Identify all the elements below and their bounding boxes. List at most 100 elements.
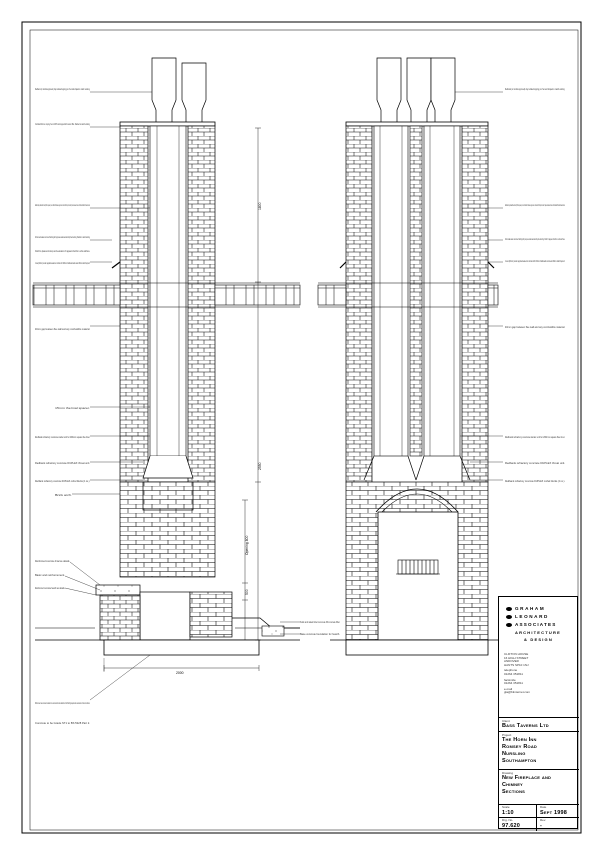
right-roof-joists-r xyxy=(487,284,499,306)
left-flue xyxy=(149,125,187,457)
right-throat xyxy=(363,455,471,481)
right-pot-3 xyxy=(430,57,456,124)
date-cell: Date Sept 1998 xyxy=(537,805,579,818)
address-line-4: HANTS SP10 1NJ xyxy=(504,662,529,667)
note-r-2: 20mm lead soaker and cover flashing with… xyxy=(505,237,565,241)
right-stack-wall-r xyxy=(461,125,489,483)
right-foundation xyxy=(345,639,489,656)
note-l-1: Corbelled brick on coping. Set on DPC an… xyxy=(35,122,90,126)
title-block: GRAHAM LEONARD ASSOCIATES ARCHITECTURE &… xyxy=(498,596,579,831)
note-l-13: Basic and reinforcement. xyxy=(35,573,65,577)
left-roof-joists-r xyxy=(214,284,301,306)
firm-name-2: LEONARD xyxy=(515,614,549,619)
middle-notes: Solid and raked lintel concrete fill con… xyxy=(300,620,340,636)
outer-border xyxy=(21,21,582,834)
project-label: Project xyxy=(502,733,512,737)
date-label: Date xyxy=(540,805,547,809)
drg-label: Drg. No. xyxy=(502,818,514,822)
note-l-16: Concrete to be Grade ST1 to BS 5328 Part… xyxy=(35,721,90,725)
right-stack-mid xyxy=(409,125,423,457)
telephone-label: telephone xyxy=(504,668,518,673)
firm-address: CLIFTON HOUSE 16 HIGH STREET ANDOVER HAN… xyxy=(504,652,574,695)
right-arch xyxy=(375,488,459,513)
client-label: Client xyxy=(502,719,510,723)
email: gla@btinternet.com xyxy=(504,690,531,695)
client-row: Client Bass Taverns Ltd xyxy=(499,717,579,731)
note-r-1: Redbank clay rebated flue liners (200mm … xyxy=(505,203,565,207)
project-row: Project The Horn Inn Romsey Road Nurslin… xyxy=(499,731,579,769)
right-pot-2 xyxy=(406,57,432,124)
telephone: 01264 351811 xyxy=(504,671,523,676)
note-m-1: Base concrete foundation for hearth. xyxy=(300,632,340,636)
right-notes: Redbank (or similar approved) clay rebat… xyxy=(505,87,565,483)
drawing-row: Drawing New Fireplace and Chimney Sectio… xyxy=(499,769,579,804)
left-hearth xyxy=(139,591,191,641)
project-line-2: Romsey Road xyxy=(502,744,538,750)
note-l-12: Reinforced concrete lintel as details. xyxy=(35,559,70,563)
facsimile-label: facsimile xyxy=(504,677,516,682)
project-line-4: Southampton xyxy=(502,758,537,764)
left-pot-1 xyxy=(151,57,177,124)
drawing-line-3: Sections xyxy=(502,789,526,795)
right-pot-1 xyxy=(376,57,402,124)
note-l-6: 40mm gap between flue wall and any combu… xyxy=(35,327,90,331)
note-r-0: Redbank (or similar approved) clay rebat… xyxy=(505,87,565,91)
scale-date-row: Scale 1:10 Date Sept 1998 xyxy=(499,804,579,818)
note-l-15: 300mm clear mass concrete foundation to … xyxy=(35,701,90,705)
drg-value: 97.620 xyxy=(502,822,521,829)
logo-dot-3 xyxy=(506,623,512,627)
note-r-6: Redbank refractory concrete DUPLEX throa… xyxy=(505,461,565,465)
dim-upper: 1800 xyxy=(258,202,262,210)
right-opening xyxy=(377,511,459,641)
dimension-labels: 1800 2550 Opening 800 500 2000 xyxy=(176,202,262,675)
logo-dot-1 xyxy=(506,607,512,611)
note-r-4: 40mm gap between flue wall and any combu… xyxy=(505,325,565,329)
address-line-3: ANDOVER xyxy=(504,659,519,664)
firm-name-3: ASSOCIATES xyxy=(515,622,557,627)
note-l-14: Reinforced concrete hearth as details. xyxy=(35,586,65,590)
left-foundation xyxy=(103,639,260,656)
left-coping xyxy=(119,121,216,127)
right-roof-joists-l xyxy=(317,284,347,306)
scale-value: 1:10 xyxy=(502,809,514,816)
left-roof-joists-l xyxy=(32,284,121,306)
dim-lower: 2550 xyxy=(258,462,262,470)
email-label: e-mail xyxy=(504,686,513,691)
note-r-5: Redbank refractory concrete starter unit… xyxy=(505,435,565,439)
left-stack-wall-l xyxy=(119,125,149,483)
note-l-3: 20mm lead soaker and cover flashing with… xyxy=(35,235,90,239)
note-l-5: 2 coat (20mm) render applied sealed or s… xyxy=(35,261,90,265)
firm-name-5: & DESIGN xyxy=(524,637,553,642)
drawing-line-2: Chimney xyxy=(502,782,523,788)
rev-value: - xyxy=(540,822,543,829)
scale-cell: Scale 1:10 xyxy=(499,805,537,818)
note-l-8: Redbank refractory concrete starter unit… xyxy=(35,435,90,439)
firm-logo: GRAHAM LEONARD ASSOCIATES ARCHITECTURE &… xyxy=(502,601,576,642)
scale-label: Scale xyxy=(502,805,510,809)
project-line-3: Nursling xyxy=(502,751,526,757)
rev-cell: Rev. - xyxy=(537,818,579,831)
note-r-7: Redbank refractory concrete DUPLEX corbe… xyxy=(505,479,565,483)
right-coping xyxy=(345,121,489,127)
firm-name-4: ARCHITECTURE xyxy=(515,630,561,635)
note-l-11: Brick arch. xyxy=(55,493,72,497)
note-l-0: Redbank (or similar approved) clay rebat… xyxy=(35,87,90,91)
left-stack-wall-r xyxy=(187,125,216,483)
drawing-line-1: New Fireplace and xyxy=(502,775,552,781)
note-l-2: Redbank clay rebated flue liners (200mm … xyxy=(35,203,90,207)
note-l-10: Redbank refractory concrete DUPLEX corbe… xyxy=(35,479,90,483)
note-l-7: 15mm thermal spacer. xyxy=(55,406,90,410)
inner-border xyxy=(29,29,579,831)
project-line-1: The Horn Inn xyxy=(502,737,537,743)
right-stack-wall-l xyxy=(345,125,373,483)
logo-dot-2 xyxy=(506,615,512,619)
note-r-3: 2 coat (20mm) render applied sealed or s… xyxy=(505,259,565,263)
rev-label: Rev. xyxy=(540,818,546,822)
drg-rev-row: Drg. No. 97.620 Rev. - xyxy=(499,817,579,831)
note-l-4: Finish the plates and cramp as the eleva… xyxy=(35,249,90,253)
drawing-label: Drawing xyxy=(502,771,514,775)
facsimile: 01264 351811 xyxy=(504,681,523,686)
left-section xyxy=(32,57,301,701)
fire-grate xyxy=(396,559,440,575)
note-m-0: Solid and raked lintel concrete fill con… xyxy=(300,620,340,624)
